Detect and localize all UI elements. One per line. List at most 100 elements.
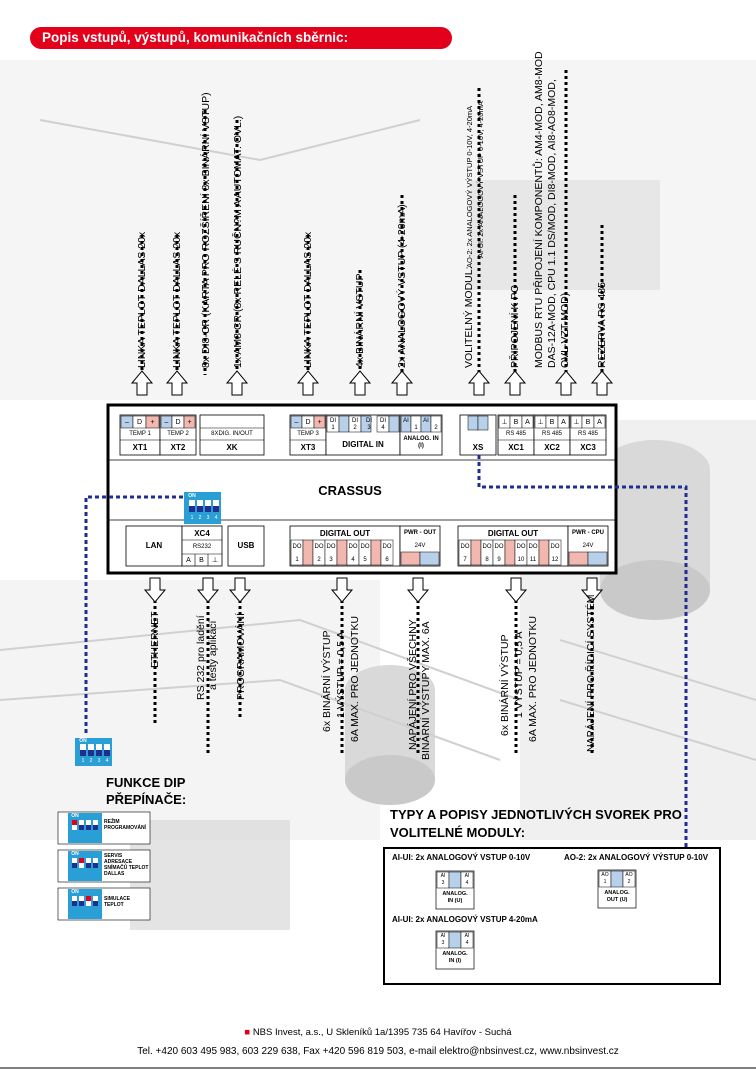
xt3-name: XT3 [300, 443, 316, 452]
label-rs232-2: a testy aplikací [207, 620, 219, 690]
do2-pin-9: DO [494, 544, 504, 550]
do1-pin-1: DO [292, 544, 302, 550]
lan-name[interactable]: LAN [145, 541, 163, 550]
label-xc2-2: DAS-12A-MOD, CPU 1.1 DS/MOD, DI8-MOD, AI… [546, 79, 558, 368]
xt3-pin-plus: + [317, 419, 322, 426]
label-do2-2: 1 VÝSTUP = 0,5 A [513, 631, 525, 718]
do1-pin-5: DO [360, 544, 370, 550]
do2-pin-7: DO [460, 544, 470, 550]
footer-address-text: NBS Invest, a.s., U Skleníků 1a/1395 735… [252, 1027, 512, 1038]
xt3-pin-minus: – [294, 419, 299, 426]
module-ao2-title: AO-2: 2x ANALOGOVÝ VÝSTUP 0-10V [564, 853, 709, 862]
pwr-cpu-volt: 24V [582, 543, 594, 549]
do2-num-8: 8 [485, 557, 489, 563]
footer-contact: Tel. +420 603 495 983, 603 229 638, Fax … [137, 1046, 619, 1057]
do1-num-4: 4 [351, 557, 355, 563]
xc1-pin-a: A [525, 419, 530, 426]
xt3-pin-d: D [305, 419, 311, 426]
module-ai-ui-i-num-2: 4 [465, 940, 469, 946]
module-ai-ui-v-pin-1: AI [440, 873, 446, 879]
module-ao2-pin-2: AO [625, 872, 633, 878]
bottom-arrows [143, 577, 604, 603]
dip-legend-num-2: 2 [89, 758, 93, 764]
xc4-name: XC4 [194, 529, 210, 538]
label-xc3: REZERVA RS 485 [596, 282, 608, 368]
xc2-pin-b: B [549, 419, 555, 426]
module-ai-ui-i-pin-2: AI [464, 933, 470, 939]
label-xc2-1: MODBUS RTU PŘIPOJENÍ KOMPONENTŮ: AM4-MOD… [533, 51, 545, 368]
do1-name: DIGITAL OUT [319, 529, 371, 538]
xc1-pin-b: B [513, 419, 519, 426]
xc3-pin-gnd: ⊥ [573, 419, 580, 426]
label-xk-2: 1x AM8 CR (8x RELÉ S RUČN?M A AUTOMAT. O… [232, 115, 244, 368]
dip-opt1-on: ON [71, 813, 79, 819]
di-pin-3: DI [366, 418, 372, 424]
xt3-sub: TEMP 3 [297, 431, 319, 437]
dip-legend-num-1: 1 [81, 758, 85, 764]
dip-device-num-1: 1 [190, 515, 194, 521]
label-rs232-1: RS 232 pro ladění [195, 615, 207, 700]
dip-legend-on: ON [79, 738, 87, 744]
device-name: CRASSUS [318, 483, 382, 498]
label-xc2-3: OVL-VZT-MOD) [559, 292, 571, 368]
xc2-sub: RS 485 [541, 431, 562, 437]
do2-num-7: 7 [463, 557, 467, 563]
do2-num-10: 10 [517, 557, 525, 563]
dip-opt3-on: ON [71, 889, 79, 895]
label-pwr-cpu: NAPÁJENÍ PRO ŘÍDICÍ SYSTÉM [585, 594, 597, 752]
do2-pin-12: DO [550, 544, 560, 550]
di-name: DIGITAL IN [342, 440, 384, 449]
do2-num-12: 12 [551, 557, 559, 563]
dip-device-num-4: 4 [214, 515, 218, 521]
label-ethernet: ETHERNET [149, 611, 161, 668]
top-leader-lines [140, 70, 604, 375]
xt1-sub: TEMP 1 [129, 431, 151, 437]
module-ai-ui-i-num-1: 3 [441, 940, 445, 946]
dip-title-1: FUNKCE DIP [106, 775, 186, 790]
module-ao2-num-1: 1 [603, 879, 607, 885]
xc3-sub: RS 485 [577, 431, 598, 437]
xt2-pin-minus: – [164, 419, 169, 426]
do2-pin-10: DO [516, 544, 526, 550]
xt1-name: XT1 [132, 443, 148, 452]
footer-bullet-icon: ■ [244, 1027, 251, 1038]
label-xt3: LINKA TEPLOT DALLAS 20x [302, 231, 314, 368]
usb-name[interactable]: USB [237, 541, 255, 550]
xc3-pin-a: A [597, 419, 602, 426]
xt1-pin-d: D [136, 419, 143, 426]
module-ai-ui-i-pin-1: AI [440, 933, 446, 939]
do2-num-9: 9 [497, 557, 501, 563]
di-pin-2: DI [352, 418, 358, 424]
xc1-name: XC1 [508, 443, 524, 452]
footer-address: ■ NBS Invest, a.s., U Skleníků 1a/1395 7… [0, 1027, 756, 1038]
modules-title-2: VOLITELNÉ MODULY: [390, 825, 526, 840]
section-header: Popis vstupů, výstupů, komunikačních sbě… [30, 27, 452, 49]
label-pwr-out-1: NAPÁJENÍ PRO VŠECHNY [407, 619, 419, 750]
label-di: 4x BINÁRNÍ VSTUP [354, 273, 366, 368]
xc4-pin-gnd: ⊥ [211, 557, 219, 564]
di-num-2: 2 [353, 425, 357, 431]
xc2-pin-a: A [561, 419, 566, 426]
xk-name: XK [226, 443, 238, 452]
xt1-pin-minus: – [125, 419, 129, 426]
do1-pin-2: DO [314, 544, 324, 550]
module-ao2-name: ANALOG. OUT (U) [604, 890, 630, 903]
label-pwr-out-2: BINÁRNÍ VÝSTUPY MAX. 6A [420, 621, 432, 760]
dip-legend-num-3: 3 [97, 758, 101, 764]
do1-pin-6: DO [382, 544, 392, 550]
xc2-pin-gnd: ⊥ [537, 419, 544, 426]
pwr-cpu-name: PWR - CPU [572, 530, 604, 536]
dip-options [57, 811, 151, 921]
xk-sub: 8XDIG. IN/OUT [211, 431, 253, 437]
xs-name: XS [472, 443, 484, 452]
ai-pin-2: AI [423, 418, 429, 424]
xc2-name: XC2 [544, 443, 560, 452]
dip-switch-legend [75, 738, 112, 766]
do2-name: DIGITAL OUT [487, 529, 539, 538]
di-pin-1: DI [330, 418, 336, 424]
di-num-4: 4 [381, 425, 385, 431]
xt2-pin-plus: + [187, 419, 192, 426]
xc3-pin-b: B [585, 419, 591, 426]
label-do2-1: 6x BINÁRNÍ VÝSTUP [499, 634, 511, 736]
